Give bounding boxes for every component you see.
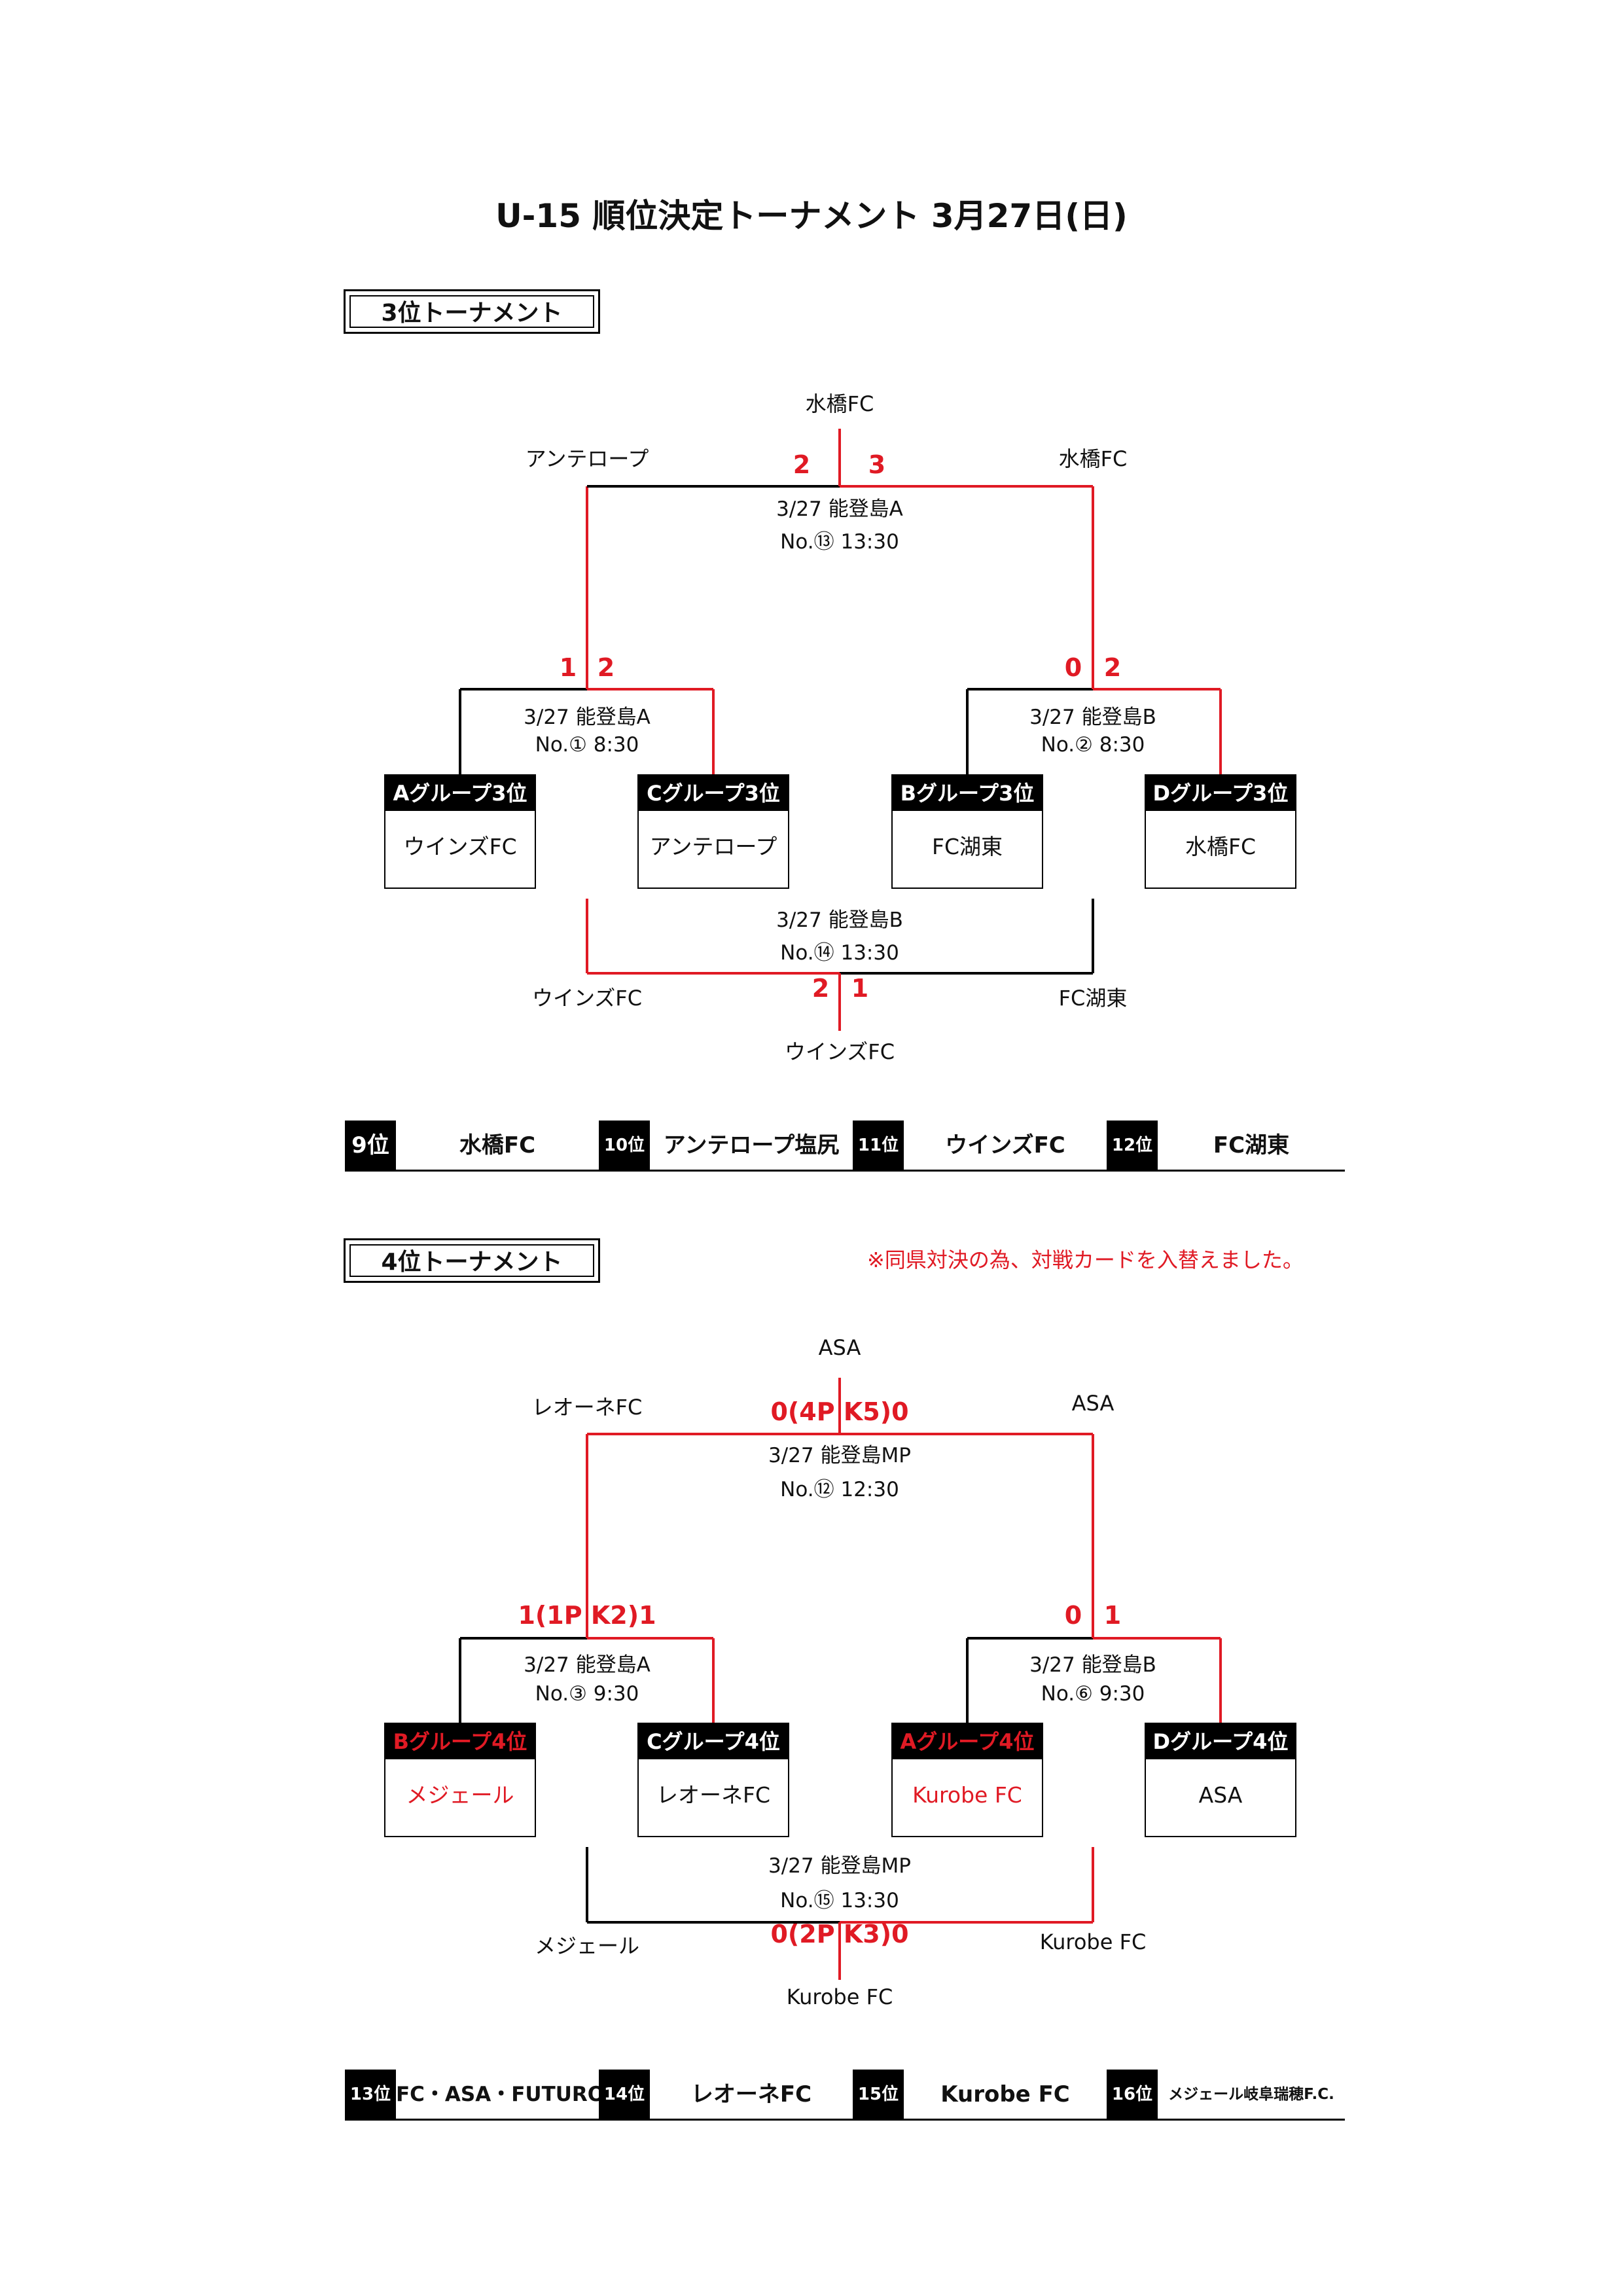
rank-item: 16位 メジェール岐阜瑞穂F.C. <box>1107 2070 1345 2121</box>
team-box: Bグループ4位 メジェール <box>384 1723 536 1837</box>
team-box-name: レオーネFC <box>656 1782 771 1808</box>
consolation-right-score: 1 <box>851 974 869 1003</box>
final-left-team: アンテロープ <box>525 446 649 471</box>
semi-left-match-info: No.① 8:30 <box>535 733 639 757</box>
team-box: Aグループ4位 Kurobe FC <box>891 1723 1043 1837</box>
rank-item: 15位 Kurobe FC <box>853 2070 1107 2121</box>
semi-right-score-b: 2 <box>1103 653 1122 682</box>
team-box-group: Bグループ4位 <box>385 1724 535 1759</box>
consolation-winner: ウインズFC <box>784 1039 895 1064</box>
rank-team: アンテロープ塩尻 <box>663 1132 840 1158</box>
semi-right-score-a: 0 <box>1064 653 1082 682</box>
team-box-group: Dグループ3位 <box>1146 776 1295 811</box>
semi-left-score: 1(1P K2)1 <box>518 1601 656 1630</box>
team-box-group: Aグループ4位 <box>893 1724 1042 1759</box>
section-heading-3rd: 3位トーナメント <box>344 289 600 334</box>
semi-right-date-venue: 3/27 能登島B <box>1029 1653 1156 1677</box>
team-box: Dグループ3位 水橋FC <box>1145 774 1296 889</box>
rank-team: ウインズFC <box>945 1132 1065 1158</box>
final-date-venue: 3/27 能登島A <box>776 497 903 521</box>
tournament-winner: ASA <box>818 1335 861 1360</box>
consolation-right-team: Kurobe FC <box>1039 1929 1147 1954</box>
rank-item: 12位 FC湖東 <box>1107 1121 1345 1172</box>
team-box-group: Bグループ3位 <box>893 776 1042 811</box>
team-box-name: FC湖東 <box>931 834 1003 859</box>
rank-badge: 12位 <box>1107 1121 1158 1170</box>
rank-item: 11位 ウインズFC <box>853 1121 1107 1172</box>
rank-badge: 10位 <box>599 1121 650 1170</box>
rank-badge: 14位 <box>599 2070 650 2119</box>
consolation-left-score: 2 <box>812 974 830 1003</box>
final-match-info: No.⑫ 12:30 <box>780 1478 899 1501</box>
section-heading-label: 3位トーナメント <box>349 295 594 328</box>
rank-item: 14位 レオーネFC <box>599 2070 853 2121</box>
semi-right-match-info: No.② 8:30 <box>1041 733 1145 757</box>
rank-team: FC湖東 <box>1213 1132 1290 1158</box>
final-right-score: 3 <box>868 450 886 479</box>
semi-left-score-a: 1 <box>559 653 577 682</box>
rank-item: 10位 アンテロープ塩尻 <box>599 1121 853 1172</box>
team-box: Dグループ4位 ASA <box>1145 1723 1296 1837</box>
final-right-team: ASA <box>1071 1391 1115 1416</box>
consolation-right-team: FC湖東 <box>1058 986 1128 1011</box>
team-box-name: メジェール <box>406 1782 514 1808</box>
section-heading-label: 4位トーナメント <box>349 1244 594 1277</box>
final-date-venue: 3/27 能登島MP <box>768 1444 911 1467</box>
consolation-score: 0(2P K3)0 <box>770 1920 909 1948</box>
consolation-left-team: メジェール <box>534 1933 640 1958</box>
rank-item: 9位 水橋FC <box>345 1121 599 1172</box>
final-left-team: レオーネFC <box>531 1395 643 1420</box>
rank-badge: 13位 <box>345 2070 396 2119</box>
rank-badge: 9位 <box>345 1121 396 1170</box>
semi-right-score-a: 0 <box>1064 1601 1082 1630</box>
tournament-winner: 水橋FC <box>805 391 874 416</box>
consolation-match-info: No.⑮ 13:30 <box>780 1889 899 1912</box>
rank-badge: 15位 <box>853 2070 904 2119</box>
team-box-name: Kurobe FC <box>912 1782 1022 1808</box>
consolation-winner: Kurobe FC <box>786 1984 893 2009</box>
team-box: Cグループ4位 レオーネFC <box>637 1723 789 1837</box>
team-box-name: ウインズFC <box>403 834 517 859</box>
swap-note: ※同県対決の為、対戦カードを入替えました。 <box>867 1247 1304 1272</box>
semi-left-date-venue: 3/27 能登島A <box>524 706 651 729</box>
rank-badge: 16位 <box>1107 2070 1158 2119</box>
rank-row-underline <box>345 1170 1345 1172</box>
semi-left-date-venue: 3/27 能登島A <box>524 1653 651 1677</box>
page-title: U-15 順位決定トーナメント 3月27日(日) <box>495 197 1128 235</box>
team-box: Bグループ3位 FC湖東 <box>891 774 1043 889</box>
semi-right-score-b: 1 <box>1103 1601 1122 1630</box>
semi-left-match-info: No.③ 9:30 <box>535 1682 639 1706</box>
final-match-info: No.⑬ 13:30 <box>780 530 899 554</box>
final-right-team: 水橋FC <box>1058 446 1128 471</box>
final-left-score: 2 <box>793 450 811 479</box>
section-heading-4th: 4位トーナメント <box>344 1238 600 1283</box>
consolation-left-team: ウインズFC <box>531 986 643 1011</box>
semi-left-score-b: 2 <box>597 653 615 682</box>
consolation-date-venue: 3/27 能登島B <box>776 908 903 932</box>
consolation-match-info: No.⑭ 13:30 <box>780 941 899 965</box>
semi-right-date-venue: 3/27 能登島B <box>1029 706 1156 729</box>
rank-team: 水橋FC <box>459 1132 536 1158</box>
team-box-group: Dグループ4位 <box>1146 1724 1295 1759</box>
team-box-name: 水橋FC <box>1185 834 1257 859</box>
team-box-group: Cグループ3位 <box>639 776 788 811</box>
team-box-name: ASA <box>1198 1782 1243 1808</box>
rank-row-underline <box>345 2119 1345 2121</box>
team-box: Aグループ3位 ウインズFC <box>384 774 536 889</box>
rank-team: メジェール岐阜瑞穂F.C. <box>1168 2086 1334 2103</box>
team-box-name: アンテロープ <box>649 834 777 859</box>
final-score: 0(4P K5)0 <box>770 1397 909 1426</box>
team-box-group: Cグループ4位 <box>639 1724 788 1759</box>
rank-item: 13位 FC・ASA・FUTURO <box>345 2070 605 2121</box>
consolation-date-venue: 3/27 能登島MP <box>768 1854 911 1878</box>
rank-team: レオーネFC <box>690 2081 812 2108</box>
team-box: Cグループ3位 アンテロープ <box>637 774 789 889</box>
semi-right-match-info: No.⑥ 9:30 <box>1041 1682 1145 1706</box>
rank-badge: 11位 <box>853 1121 904 1170</box>
rank-team: FC・ASA・FUTURO <box>396 2083 605 2106</box>
rank-team: Kurobe FC <box>940 2081 1070 2108</box>
team-box-group: Aグループ3位 <box>385 776 535 811</box>
